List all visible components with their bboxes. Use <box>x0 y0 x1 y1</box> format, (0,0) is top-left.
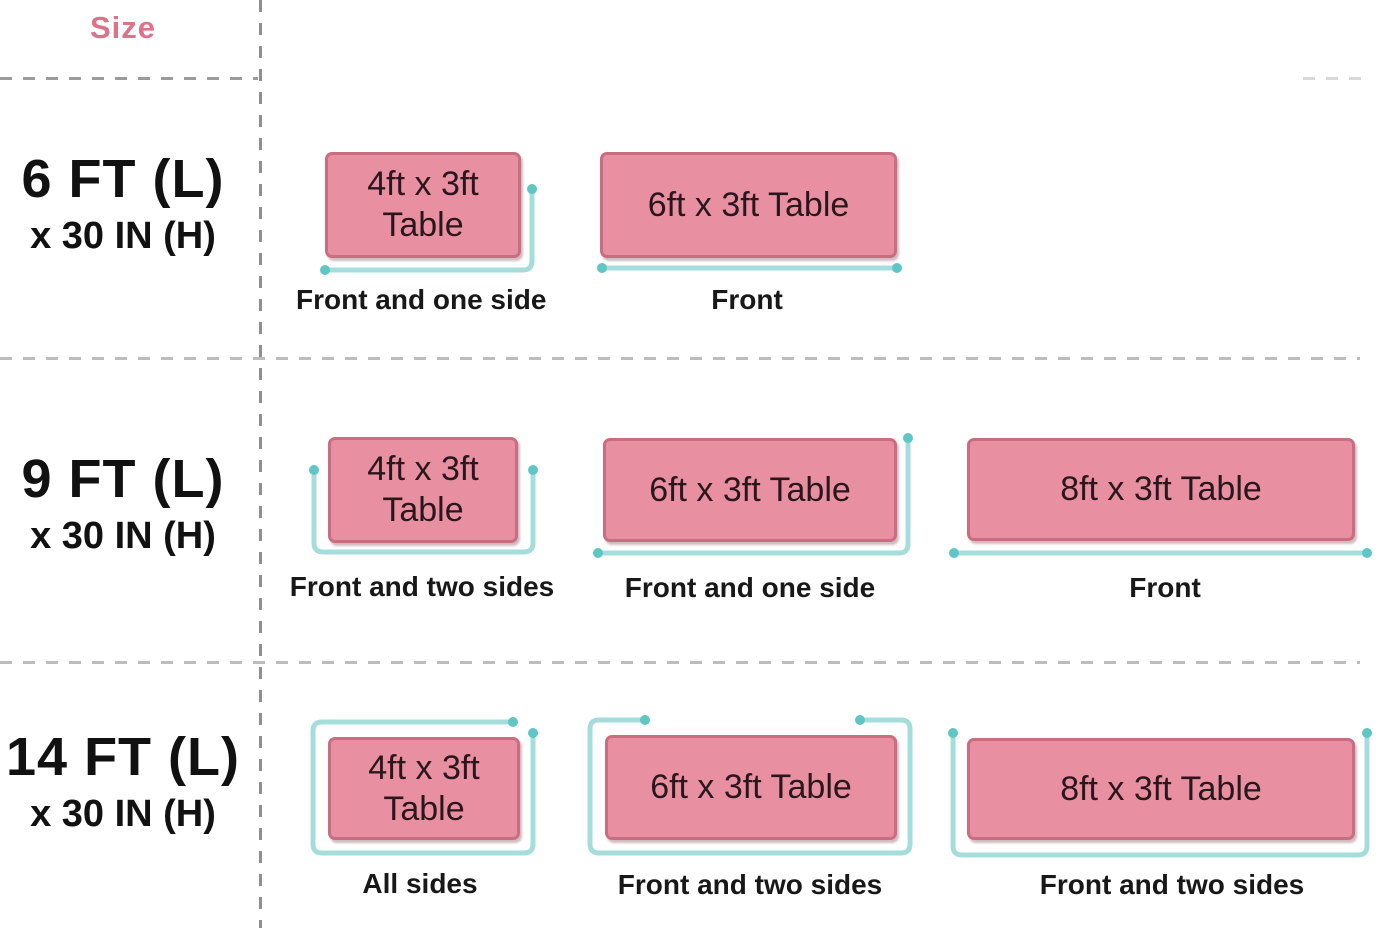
divider-top-right-faint <box>1303 77 1361 80</box>
table-4x3-row1: 4ft x 3ft Table <box>325 152 521 258</box>
row-size-sub: x 30 IN (H) <box>30 215 216 257</box>
coverage-dot <box>949 548 959 558</box>
table-label-line: Table <box>382 206 464 244</box>
coverage-dot <box>593 548 603 558</box>
table-label-line: 6ft x 3ft Table <box>647 185 850 224</box>
table-8x3-row2: 8ft x 3ft Table <box>967 438 1355 541</box>
coverage-label: Front <box>711 284 783 315</box>
table-label-line: 8ft x 3ft Table <box>1060 470 1262 508</box>
coverage-dot <box>309 465 319 475</box>
table-label-line: Table <box>383 789 465 828</box>
coverage-label: Front and two sides <box>289 571 555 602</box>
table-label-line: Table <box>382 491 464 529</box>
table-label-line: 8ft x 3ft Table <box>1060 769 1262 808</box>
row-header-14ft: 14 FT (L) x 30 IN (H) <box>0 728 246 836</box>
table-6x3-row2: 6ft x 3ft Table <box>603 438 897 542</box>
row-size-main: 9 FT (L) <box>21 449 225 509</box>
table-4x3-row3: 4ft x 3ft Table <box>328 737 520 840</box>
row-header-6ft: 6 FT (L) x 30 IN (H) <box>0 150 246 258</box>
coverage-dot <box>1362 548 1372 558</box>
coverage-label: Front <box>1129 572 1201 603</box>
coverage-label: Front and one side <box>624 572 876 603</box>
table-4x3-row2: 4ft x 3ft Table <box>328 437 518 543</box>
table-6x3-row1: 6ft x 3ft Table <box>600 152 897 258</box>
row-size-main: 14 FT (L) <box>6 727 240 787</box>
coverage-dot <box>527 184 537 194</box>
coverage-label: All sides <box>362 868 478 899</box>
size-column-header: Size <box>89 10 157 45</box>
coverage-dot <box>528 728 538 738</box>
divider-row2-row3 <box>0 661 1360 664</box>
row-size-sub: x 30 IN (H) <box>30 793 216 835</box>
table-label-line: 4ft x 3ft <box>368 748 480 787</box>
coverage-label: Front and one side <box>296 284 547 315</box>
row-size-main: 6 FT (L) <box>21 149 225 209</box>
coverage-dot <box>1362 728 1372 738</box>
coverage-dot <box>508 717 518 727</box>
coverage-dot <box>948 728 958 738</box>
coverage-dot <box>597 263 607 273</box>
coverage-dot <box>903 433 913 443</box>
divider-row1-row2 <box>0 357 1360 360</box>
coverage-dot <box>892 263 902 273</box>
coverage-dot <box>640 715 650 725</box>
coverage-dot <box>528 465 538 475</box>
table-label-line: 6ft x 3ft Table <box>650 768 852 806</box>
coverage-label: Front and two sides <box>1039 869 1305 900</box>
table-label-line: 4ft x 3ft <box>367 450 479 488</box>
row-size-sub: x 30 IN (H) <box>30 515 216 557</box>
row-header-9ft: 9 FT (L) x 30 IN (H) <box>0 450 246 558</box>
table-label-line: 4ft x 3ft <box>367 165 479 203</box>
table-6x3-row3: 6ft x 3ft Table <box>605 735 897 840</box>
divider-size-column <box>259 0 262 928</box>
divider-top-left <box>0 77 258 80</box>
table-8x3-row3: 8ft x 3ft Table <box>967 738 1355 840</box>
coverage-dot <box>320 265 330 275</box>
coverage-label: Front and two sides <box>617 869 883 900</box>
coverage-dot <box>855 715 865 725</box>
table-label-line: 6ft x 3ft Table <box>649 470 851 509</box>
